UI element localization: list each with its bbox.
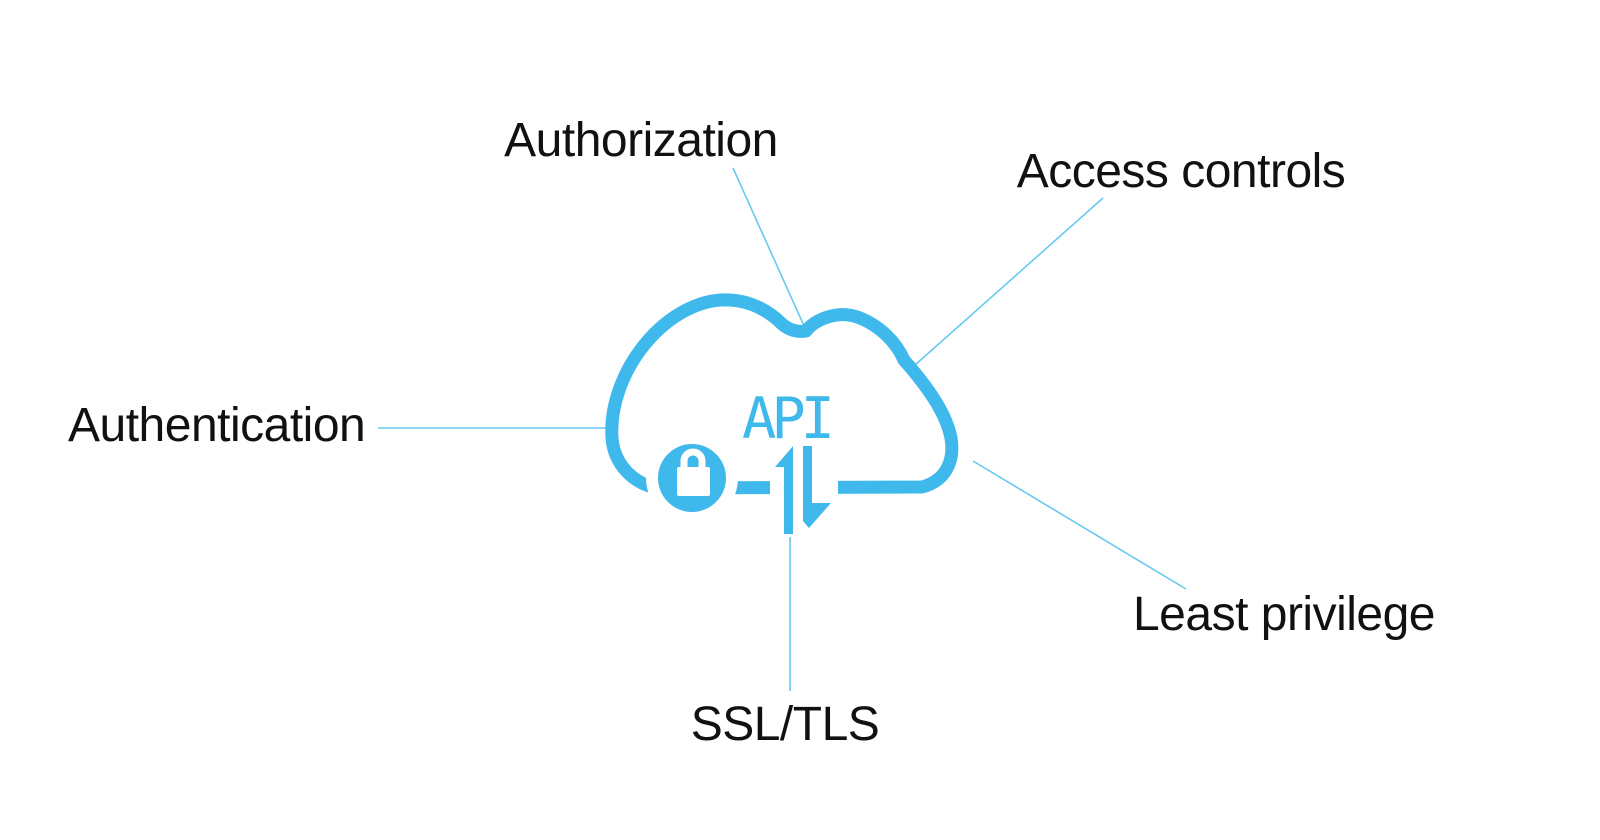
arrow-up (775, 446, 793, 534)
data-transfer-arrows-icon (770, 442, 838, 534)
connector-least-privilege (972, 460, 1187, 590)
lock-shackle (680, 448, 706, 468)
label-authentication: Authentication (68, 399, 365, 452)
label-ssl-tls: SSL/TLS (691, 698, 880, 751)
lock-body (677, 467, 710, 496)
api-label: API (742, 386, 830, 452)
label-least-privilege: Least privilege (1133, 588, 1435, 641)
connector-lines (378, 167, 1187, 691)
label-access-controls: Access controls (1017, 145, 1346, 198)
label-authorization: Authorization (504, 114, 778, 167)
connector-access-controls (914, 197, 1104, 366)
connector-authorization (732, 167, 806, 329)
lock-icon (646, 432, 738, 524)
arrow-down (803, 446, 831, 528)
